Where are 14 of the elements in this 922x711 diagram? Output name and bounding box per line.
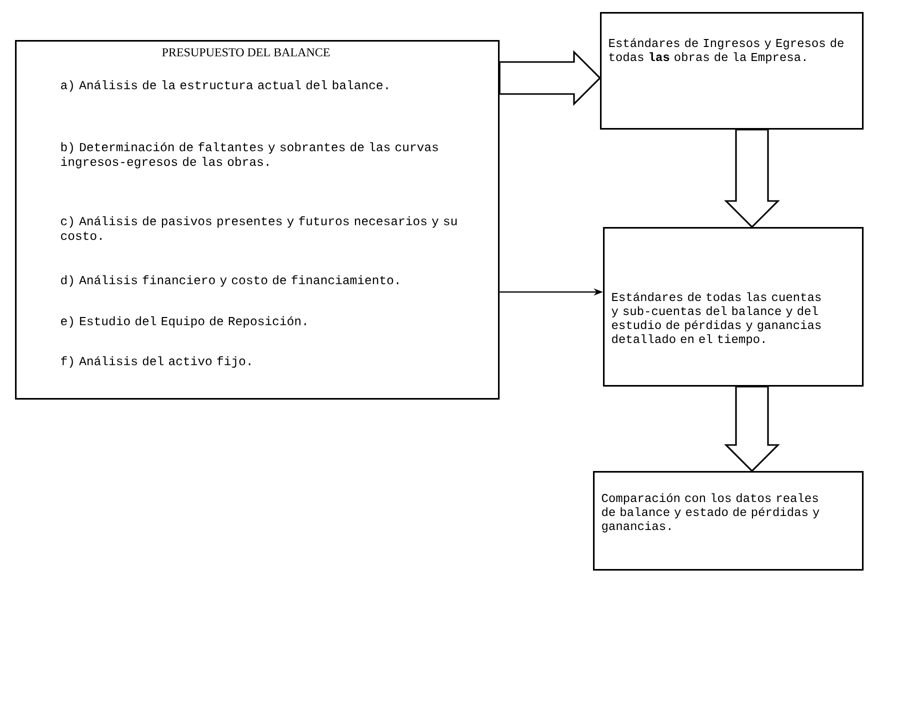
process-box: Estándares de todas las cuentas y sub-cuentas del balance y del estudio de pérdidas y ganancias detallado en el tiempo. bbox=[603, 227, 864, 387]
list-item: c) Análisis de pasivos presentes y futuros necesarios y su costo. bbox=[61, 216, 457, 240]
list-item: d) Análisis financiero y costo de financiamiento. bbox=[61, 275, 398, 287]
list-item: b) Determinación de faltantes y sobrantes de las curvas ingresos-egresos de las obras. bbox=[61, 142, 438, 168]
block-arrow bbox=[498, 50, 602, 106]
process-box: Estándares de Ingresos y Egresos de todas las obras de la Empresa. bbox=[600, 12, 864, 130]
list-item: e) Estudio del Equipo de Reposición. bbox=[61, 316, 306, 328]
box-title: PRESUPUESTO DEL BALANCE bbox=[162, 48, 330, 56]
list-item: a) Análisis de la estructura actual del balance. bbox=[61, 80, 388, 92]
text-box bbox=[15, 40, 500, 400]
process-box: Comparación con los datos reales de balance y estado de pérdidas y ganancias. bbox=[593, 471, 864, 571]
list-item: f) Análisis del activo fijo. bbox=[61, 356, 250, 368]
block-arrow bbox=[724, 386, 780, 472]
block-arrow bbox=[724, 128, 780, 228]
